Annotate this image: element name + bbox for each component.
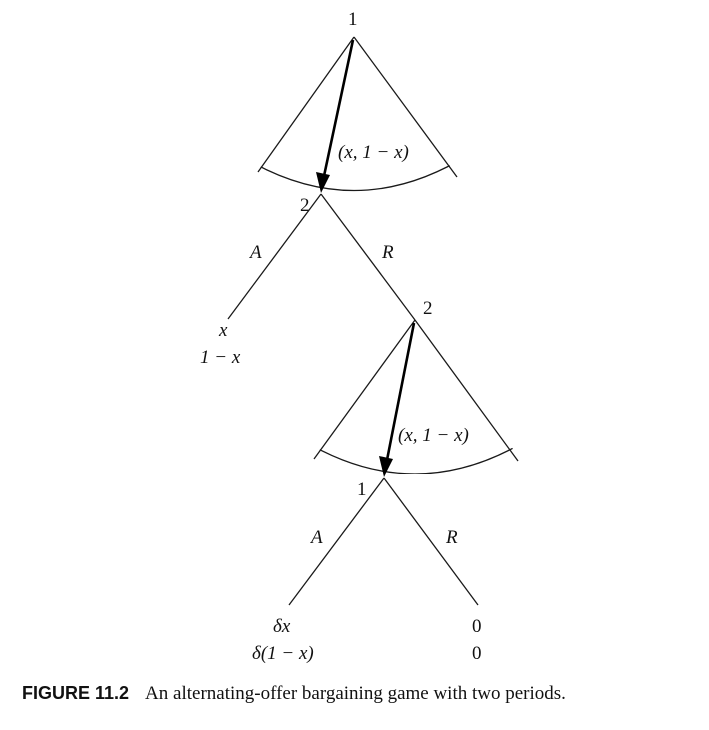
wedge-left-edge-1: [257, 36, 355, 173]
payoff-player1-reject-2: 0: [472, 616, 482, 637]
offer-label-2: (x, 1 − x): [398, 425, 469, 446]
reject-branch-1: [320, 193, 416, 321]
accept-branch-2: [288, 477, 385, 606]
payoff-player2-accept-2: δ(1 − x): [252, 643, 314, 664]
accept-label-2: A: [309, 527, 323, 548]
offer-arrow-1: [322, 39, 355, 177]
figure-caption-text: An alternating-offer bargaining game wit…: [145, 683, 566, 704]
accept-branch-1: [227, 193, 322, 320]
figure-number: FIGURE 11.2: [22, 683, 130, 703]
offer-arrowhead-2: [379, 456, 393, 477]
payoff-player1-accept-1: x: [218, 320, 228, 341]
payoff-player2-accept-1: 1 − x: [200, 347, 241, 368]
reject-branch-2: [383, 477, 479, 606]
accept-label-1: A: [248, 242, 262, 263]
offer-arrowhead-1: [316, 172, 330, 193]
proposer-label-2: 2: [423, 298, 433, 319]
offer-arc-2: [302, 429, 532, 474]
wedge-right-edge-2: [414, 319, 519, 462]
payoff-player1-accept-2: δx: [273, 616, 291, 637]
payoff-player2-reject-2: 0: [472, 643, 482, 664]
root-player-label: 1: [348, 9, 358, 30]
reject-label-2: R: [445, 527, 458, 548]
offer-arrow-2: [385, 322, 416, 461]
responder-label-1: 2: [300, 195, 310, 216]
reject-label-1: R: [381, 242, 394, 263]
wedge-left-edge-2: [313, 319, 416, 460]
wedge-right-edge-1: [353, 36, 458, 178]
figure-caption: FIGURE 11.2 An alternating-offer bargaini…: [22, 683, 702, 705]
responder-label-2: 1: [357, 479, 367, 500]
offer-label-1: (x, 1 − x): [338, 142, 409, 163]
